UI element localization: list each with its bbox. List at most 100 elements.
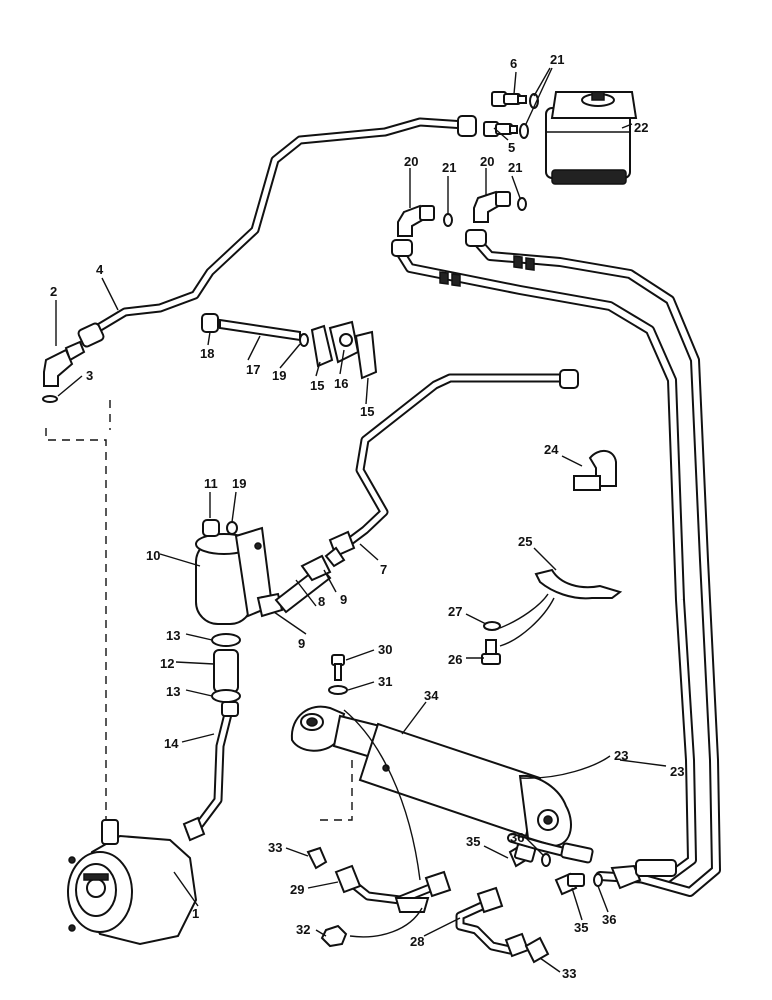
callout-13-upper: 13 xyxy=(166,628,180,643)
callout-1: 1 xyxy=(192,906,199,921)
callout-3: 3 xyxy=(86,368,93,383)
callout-9-upper: 9 xyxy=(340,592,347,607)
return-pipe-7 xyxy=(328,369,579,558)
pipe-7-upper-nut xyxy=(559,369,579,389)
cylinder-hose-link xyxy=(343,709,421,881)
callout-15-a: 15 xyxy=(310,378,324,393)
elbow-fitting-20-right xyxy=(473,190,511,223)
callout-19-a: 19 xyxy=(272,368,286,383)
elbow-9-upper xyxy=(300,554,332,582)
callout-27: 27 xyxy=(448,604,462,619)
callout-26: 26 xyxy=(448,652,462,667)
callout-15-b: 15 xyxy=(360,404,374,419)
hose-clamp-13-upper xyxy=(211,633,241,647)
callout-35-b: 35 xyxy=(574,920,588,935)
callout-23-a: 23 xyxy=(670,764,684,779)
hydraulic-pump-1 xyxy=(67,819,198,946)
callout-34: 34 xyxy=(424,688,439,703)
callout-21-a: 21 xyxy=(550,52,564,67)
callout-24: 24 xyxy=(544,442,559,457)
washer-27 xyxy=(483,621,501,631)
callout-13-lower: 13 xyxy=(166,684,180,699)
alignment-line-pump xyxy=(45,428,107,830)
callout-33-b: 33 xyxy=(562,966,576,981)
plate-15-b xyxy=(354,330,378,380)
callout-35-a: 35 xyxy=(466,834,480,849)
callout-8: 8 xyxy=(318,594,325,609)
callout-36-b: 36 xyxy=(602,912,616,927)
steering-cylinder-34 xyxy=(290,705,572,848)
elbow-33-left xyxy=(306,846,328,870)
bolt-30 xyxy=(331,654,345,681)
callout-21-c: 21 xyxy=(508,160,522,175)
callout-19-b: 19 xyxy=(232,476,246,491)
elbow-fitting-2 xyxy=(43,340,86,387)
fitting-5 xyxy=(483,121,518,137)
o-ring-36-a xyxy=(541,853,551,867)
callout-4: 4 xyxy=(96,262,104,277)
pipe-29-lead xyxy=(349,907,423,938)
hose-end-fitting-right xyxy=(610,859,677,890)
callout-11: 11 xyxy=(204,476,218,491)
washer-19-a xyxy=(299,333,309,347)
nut-18 xyxy=(201,313,219,333)
hose-23-inner-nut xyxy=(465,229,487,247)
o-ring-21-c xyxy=(443,213,453,227)
elbow-fitting-20-left xyxy=(397,204,435,237)
callout-leaders xyxy=(55,67,667,973)
clamp-link-a xyxy=(499,593,549,629)
callout-5: 5 xyxy=(508,140,515,155)
callout-17: 17 xyxy=(246,362,260,377)
pipe-28 xyxy=(455,886,530,958)
callout-29: 29 xyxy=(290,882,304,897)
fittings-35-36-upper xyxy=(508,843,551,868)
fittings-35-36-lower xyxy=(554,872,603,896)
callout-30: 30 xyxy=(378,642,392,657)
pipe-29 xyxy=(334,864,452,913)
hose-23-inner xyxy=(465,229,721,897)
washer-19-b xyxy=(226,521,238,535)
clamp-25 xyxy=(534,568,623,600)
callout-7: 7 xyxy=(380,562,387,577)
callout-20-b: 20 xyxy=(480,154,494,169)
callout-25: 25 xyxy=(518,534,532,549)
hose-23-outer xyxy=(391,239,697,885)
callout-32: 32 xyxy=(296,922,310,937)
callout-numbers: 1 2 3 4 5 6 7 8 9 9 10 11 12 13 13 14 15… xyxy=(50,52,684,981)
bracket-24 xyxy=(573,450,617,491)
clamp-link-b xyxy=(499,597,555,647)
hose-23-outer-nut xyxy=(391,239,413,257)
callout-28: 28 xyxy=(410,934,424,949)
callout-21-b: 21 xyxy=(442,160,456,175)
nut-32 xyxy=(320,924,348,948)
callout-31: 31 xyxy=(378,674,392,689)
steering-valve-22 xyxy=(545,91,638,185)
nut-11 xyxy=(202,519,220,537)
o-ring-3 xyxy=(42,395,58,403)
plate-15-a xyxy=(310,324,334,368)
callout-12: 12 xyxy=(160,656,174,671)
alignment-line-cylinder xyxy=(318,760,353,821)
callout-33-a: 33 xyxy=(268,840,282,855)
o-ring-21-d xyxy=(517,197,527,211)
callout-18: 18 xyxy=(200,346,214,361)
o-ring-21-b xyxy=(519,123,529,139)
callout-2: 2 xyxy=(50,284,57,299)
cylinder-hose-ends xyxy=(507,833,594,864)
fitting-6 xyxy=(491,91,527,107)
callout-16: 16 xyxy=(334,376,348,391)
pipe-4-union-nut xyxy=(457,115,477,137)
o-ring-36-b xyxy=(593,873,603,887)
bolt-26 xyxy=(481,639,501,665)
callout-36-a: 36 xyxy=(510,830,524,845)
callout-20-a: 20 xyxy=(404,154,418,169)
callout-23-b: 23 xyxy=(614,748,628,763)
pipe-4-lower-nut xyxy=(77,322,105,348)
elbow-33-right xyxy=(524,936,550,964)
callout-22: 22 xyxy=(634,120,648,135)
hose-clamp-13-lower xyxy=(211,689,241,703)
pressure-pipe-4 xyxy=(77,115,477,348)
callout-14: 14 xyxy=(164,736,179,751)
callout-10: 10 xyxy=(146,548,160,563)
